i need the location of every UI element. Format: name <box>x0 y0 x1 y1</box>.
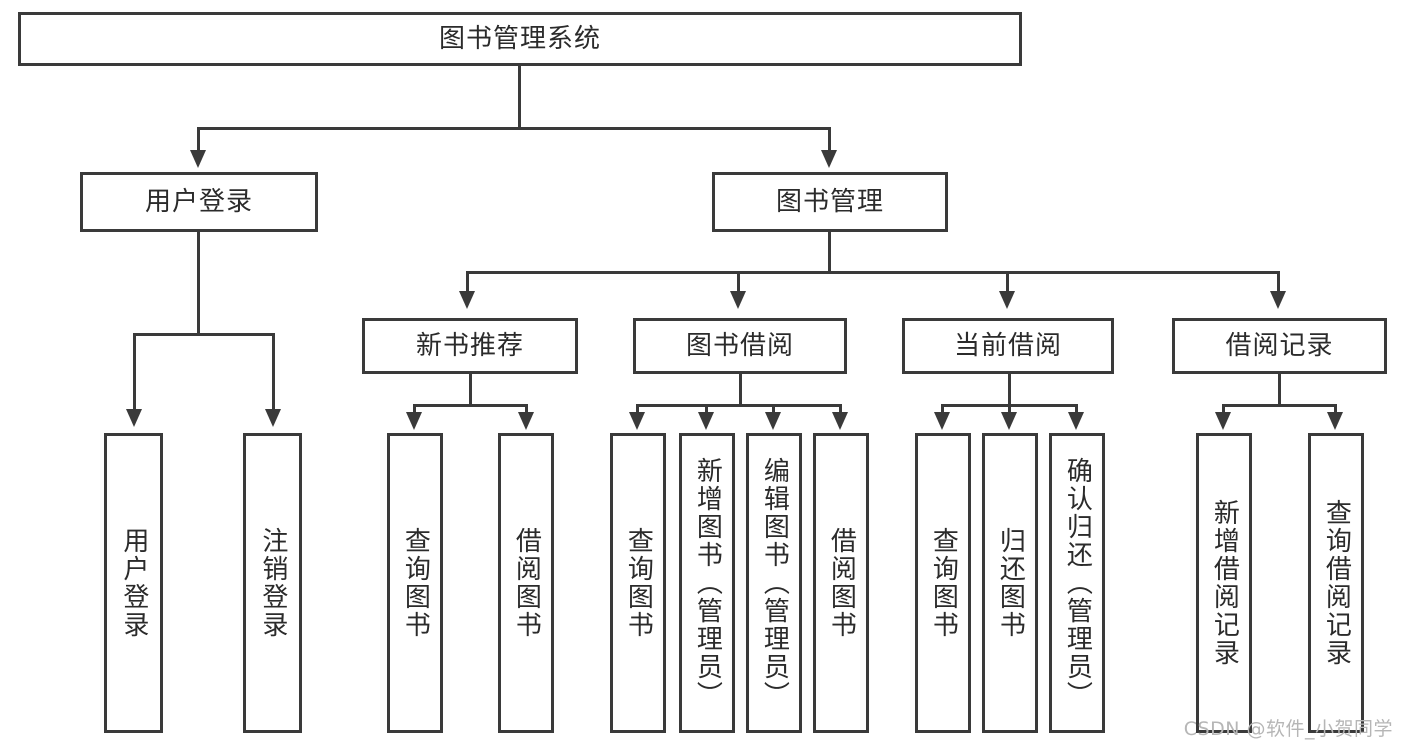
node-label: 用户登录 <box>144 186 253 217</box>
connector-nbr-leaf1-drop <box>413 404 416 414</box>
arrowhead-to-nbr-borrow-book <box>518 412 534 430</box>
leaf-logout[interactable]: 注销登录 <box>243 433 302 733</box>
connector-level1-left-drop <box>197 127 200 152</box>
arrowhead-to-cb-confirm-return <box>1068 412 1084 430</box>
arrowhead-to-book-management <box>821 150 837 168</box>
leaf-nbr-query-book[interactable]: 查询图书 <box>387 433 443 733</box>
arrowhead-to-cb-query-book <box>934 412 950 430</box>
connector-bb-leaf2-drop <box>705 404 708 414</box>
leaf-label: 查询图书 <box>400 527 431 639</box>
leaf-label: 编辑图书（管理员） <box>759 457 790 709</box>
leaf-label: 借阅图书 <box>511 527 542 639</box>
leaf-cb-query-book[interactable]: 查询图书 <box>915 433 971 733</box>
arrowhead-to-br-add-record <box>1215 412 1231 430</box>
node-root-book-management-system[interactable]: 图书管理系统 <box>18 12 1022 66</box>
connector-new-book-recommend-bar <box>413 404 528 407</box>
node-label: 新书推荐 <box>415 330 524 361</box>
leaf-label: 借阅图书 <box>826 527 857 639</box>
connector-bb-leaf1-drop <box>636 404 639 414</box>
leaf-label: 查询图书 <box>623 527 654 639</box>
leaf-label: 新增图书（管理员） <box>692 457 723 709</box>
connector-bb-leaf4-drop <box>839 404 842 414</box>
leaf-label: 归还图书 <box>995 527 1026 639</box>
arrowhead-to-cb-return-book <box>1001 412 1017 430</box>
connector-level2-drop-4 <box>1277 271 1280 293</box>
leaf-bb-edit-book-admin[interactable]: 编辑图书（管理员） <box>746 433 802 733</box>
connector-br-leaf2-drop <box>1334 404 1337 414</box>
leaf-bb-borrow-book[interactable]: 借阅图书 <box>813 433 869 733</box>
connector-nbr-leaf2-drop <box>525 404 528 414</box>
arrowhead-to-borrow-record <box>1270 291 1286 309</box>
connector-cb-leaf3-drop <box>1075 404 1078 414</box>
leaf-cb-confirm-return-admin[interactable]: 确认归还（管理员） <box>1049 433 1105 733</box>
node-label: 当前借阅 <box>953 330 1062 361</box>
leaf-bb-query-book[interactable]: 查询图书 <box>610 433 666 733</box>
leaf-label: 新增借阅记录 <box>1209 499 1240 667</box>
connector-borrow-record-stem <box>1278 374 1281 406</box>
leaf-label: 查询借阅记录 <box>1321 499 1352 667</box>
arrowhead-to-bb-borrow-book <box>832 412 848 430</box>
arrowhead-to-user-login-leaf <box>126 409 142 427</box>
leaf-label: 确认归还（管理员） <box>1062 457 1093 709</box>
node-label: 图书管理系统 <box>438 23 601 54</box>
connector-level2-drop-2 <box>737 271 740 293</box>
arrowhead-to-new-book-recommend <box>459 291 475 309</box>
connector-level1-bar <box>197 127 830 130</box>
arrowhead-to-br-query-record <box>1327 412 1343 430</box>
connector-cb-leaf1-drop <box>941 404 944 414</box>
node-user-login[interactable]: 用户登录 <box>80 172 318 232</box>
connector-borrow-record-bar <box>1222 404 1337 407</box>
leaf-user-login[interactable]: 用户登录 <box>104 433 163 733</box>
arrowhead-to-bb-edit-book <box>765 412 781 430</box>
leaf-nbr-borrow-book[interactable]: 借阅图书 <box>498 433 554 733</box>
arrowhead-to-bb-add-book <box>698 412 714 430</box>
node-borrow-record[interactable]: 借阅记录 <box>1172 318 1387 374</box>
arrowhead-to-book-borrow <box>730 291 746 309</box>
arrowhead-to-bb-query-book <box>629 412 645 430</box>
connector-level2-drop-1 <box>466 271 469 293</box>
connector-level1-right-drop <box>828 127 831 152</box>
connector-bb-leaf3-drop <box>772 404 775 414</box>
connector-root-stem <box>518 66 521 130</box>
connector-current-borrow-stem <box>1008 374 1011 406</box>
node-book-borrow[interactable]: 图书借阅 <box>633 318 847 374</box>
connector-book-borrow-stem <box>739 374 742 406</box>
connector-level2-bar <box>466 271 1280 274</box>
node-current-borrow[interactable]: 当前借阅 <box>902 318 1114 374</box>
node-new-book-recommend[interactable]: 新书推荐 <box>362 318 578 374</box>
arrowhead-to-nbr-query-book <box>406 412 422 430</box>
connector-user-login-bar <box>133 333 275 336</box>
connector-user-login-leaf1-drop <box>133 333 136 411</box>
connector-user-login-stem <box>197 232 200 334</box>
leaf-cb-return-book[interactable]: 归还图书 <box>982 433 1038 733</box>
node-label: 图书管理 <box>775 186 884 217</box>
connector-cb-leaf2-drop <box>1008 404 1011 414</box>
csdn-watermark: CSDN @软件_小贺同学 <box>1183 718 1393 740</box>
connector-book-borrow-bar <box>636 404 842 407</box>
node-book-management[interactable]: 图书管理 <box>712 172 948 232</box>
arrowhead-to-current-borrow <box>999 291 1015 309</box>
node-label: 图书借阅 <box>685 330 794 361</box>
connector-book-management-stem <box>828 232 831 274</box>
connector-br-leaf1-drop <box>1222 404 1225 414</box>
connector-user-login-leaf2-drop <box>272 333 275 411</box>
leaf-label: 查询图书 <box>928 527 959 639</box>
leaf-br-query-borrow-record[interactable]: 查询借阅记录 <box>1308 433 1364 733</box>
arrowhead-to-logout-leaf <box>265 409 281 427</box>
leaf-br-add-borrow-record[interactable]: 新增借阅记录 <box>1196 433 1252 733</box>
arrowhead-to-user-login <box>190 150 206 168</box>
leaf-bb-add-book-admin[interactable]: 新增图书（管理员） <box>679 433 735 733</box>
node-label: 借阅记录 <box>1225 330 1334 361</box>
leaf-label: 注销登录 <box>257 527 288 639</box>
leaf-label: 用户登录 <box>118 527 149 639</box>
connector-new-book-recommend-stem <box>469 374 472 406</box>
connector-level2-drop-3 <box>1006 271 1009 293</box>
